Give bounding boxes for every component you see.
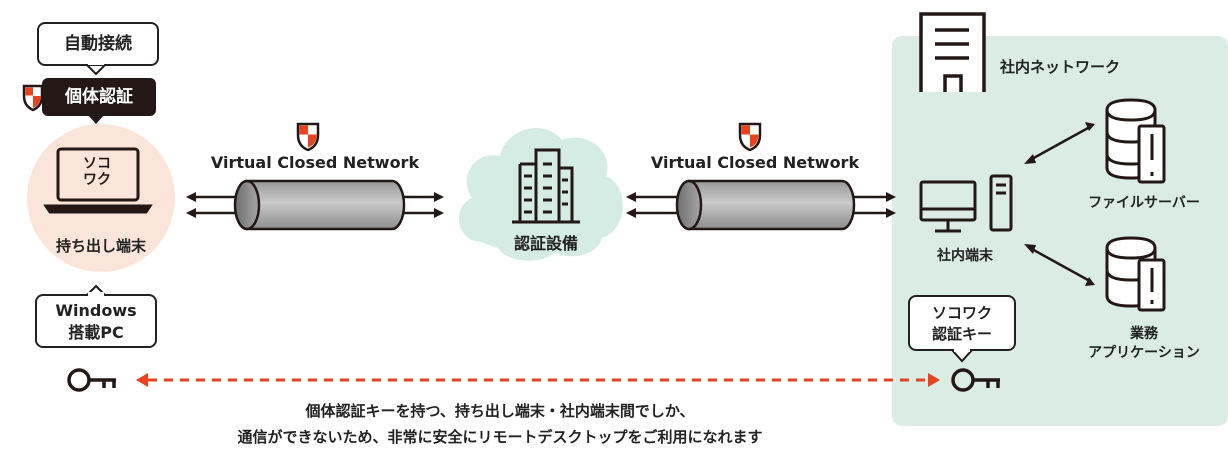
business-line1: 業務: [1130, 326, 1158, 342]
database-icon: [1105, 98, 1166, 184]
auth-key-line2: 認証キー: [931, 325, 992, 343]
database-icon: [1105, 236, 1166, 312]
file-server-label: ファイルサーバー: [1088, 195, 1200, 211]
bubble-tail: [88, 115, 104, 124]
key-icon: [67, 368, 116, 392]
key-icon: [951, 368, 1000, 392]
caption-line2: 通信ができないため、非常に安全にリモートデスクトップをご利用になれます: [237, 428, 763, 446]
auto-connect-bubble: 自動接続: [37, 22, 159, 66]
auth-facility-cloud: [459, 128, 623, 261]
auth-key-bubble: ソコワク 認証キー: [908, 295, 1016, 351]
network-title: 社内ネットワーク: [1000, 58, 1121, 76]
caption-line1: 個体認証キーを持つ、持ち出し端末・社内端末間でしか、: [305, 402, 695, 420]
tunnel-icon: [675, 179, 856, 231]
laptop-icon: [43, 147, 153, 214]
key-link: [136, 373, 940, 387]
individual-auth-label: 個体認証: [65, 87, 133, 107]
caption: 個体認証キーを持つ、持ち出し端末・社内端末間でしか、 通信ができないため、非常に…: [120, 398, 880, 450]
server-icon: [919, 12, 986, 92]
auto-connect-label: 自動接続: [64, 34, 132, 54]
vcn-label-right: Virtual Closed Network: [650, 153, 860, 172]
laptop-screen-line1: ソコ: [83, 156, 111, 172]
auth-key-line1: ソコワク: [931, 304, 992, 322]
laptop-screen-line2: ワク: [83, 172, 111, 188]
auth-facility-label: 認証設備: [513, 234, 578, 253]
tail-cover: [88, 292, 104, 296]
windows-line2: 搭載PC: [68, 323, 124, 342]
device-label: 持ち出し端末: [55, 237, 146, 255]
tunnel-icon: [233, 179, 406, 231]
terminal-label: 社内端末: [937, 248, 993, 264]
desktop-icon: [919, 174, 1013, 233]
shield-icon: [738, 122, 762, 152]
building-icon: [512, 148, 580, 224]
individual-auth-badge: 個体認証: [42, 78, 156, 116]
laptop-screen-text: ソコ ワク: [62, 156, 132, 188]
business-line2: アプリケーション: [1088, 345, 1200, 361]
shield-icon: [22, 84, 44, 112]
tail-cover: [954, 348, 970, 352]
windows-pc-bubble: Windows 搭載PC: [35, 294, 157, 348]
windows-line1: Windows: [55, 301, 137, 320]
vcn-label-left: Virtual Closed Network: [210, 153, 420, 172]
tail-cover: [88, 61, 104, 65]
business-app-label: 業務 アプリケーション: [1066, 325, 1222, 363]
shield-icon: [296, 122, 320, 152]
terminal-links: [1024, 122, 1095, 286]
